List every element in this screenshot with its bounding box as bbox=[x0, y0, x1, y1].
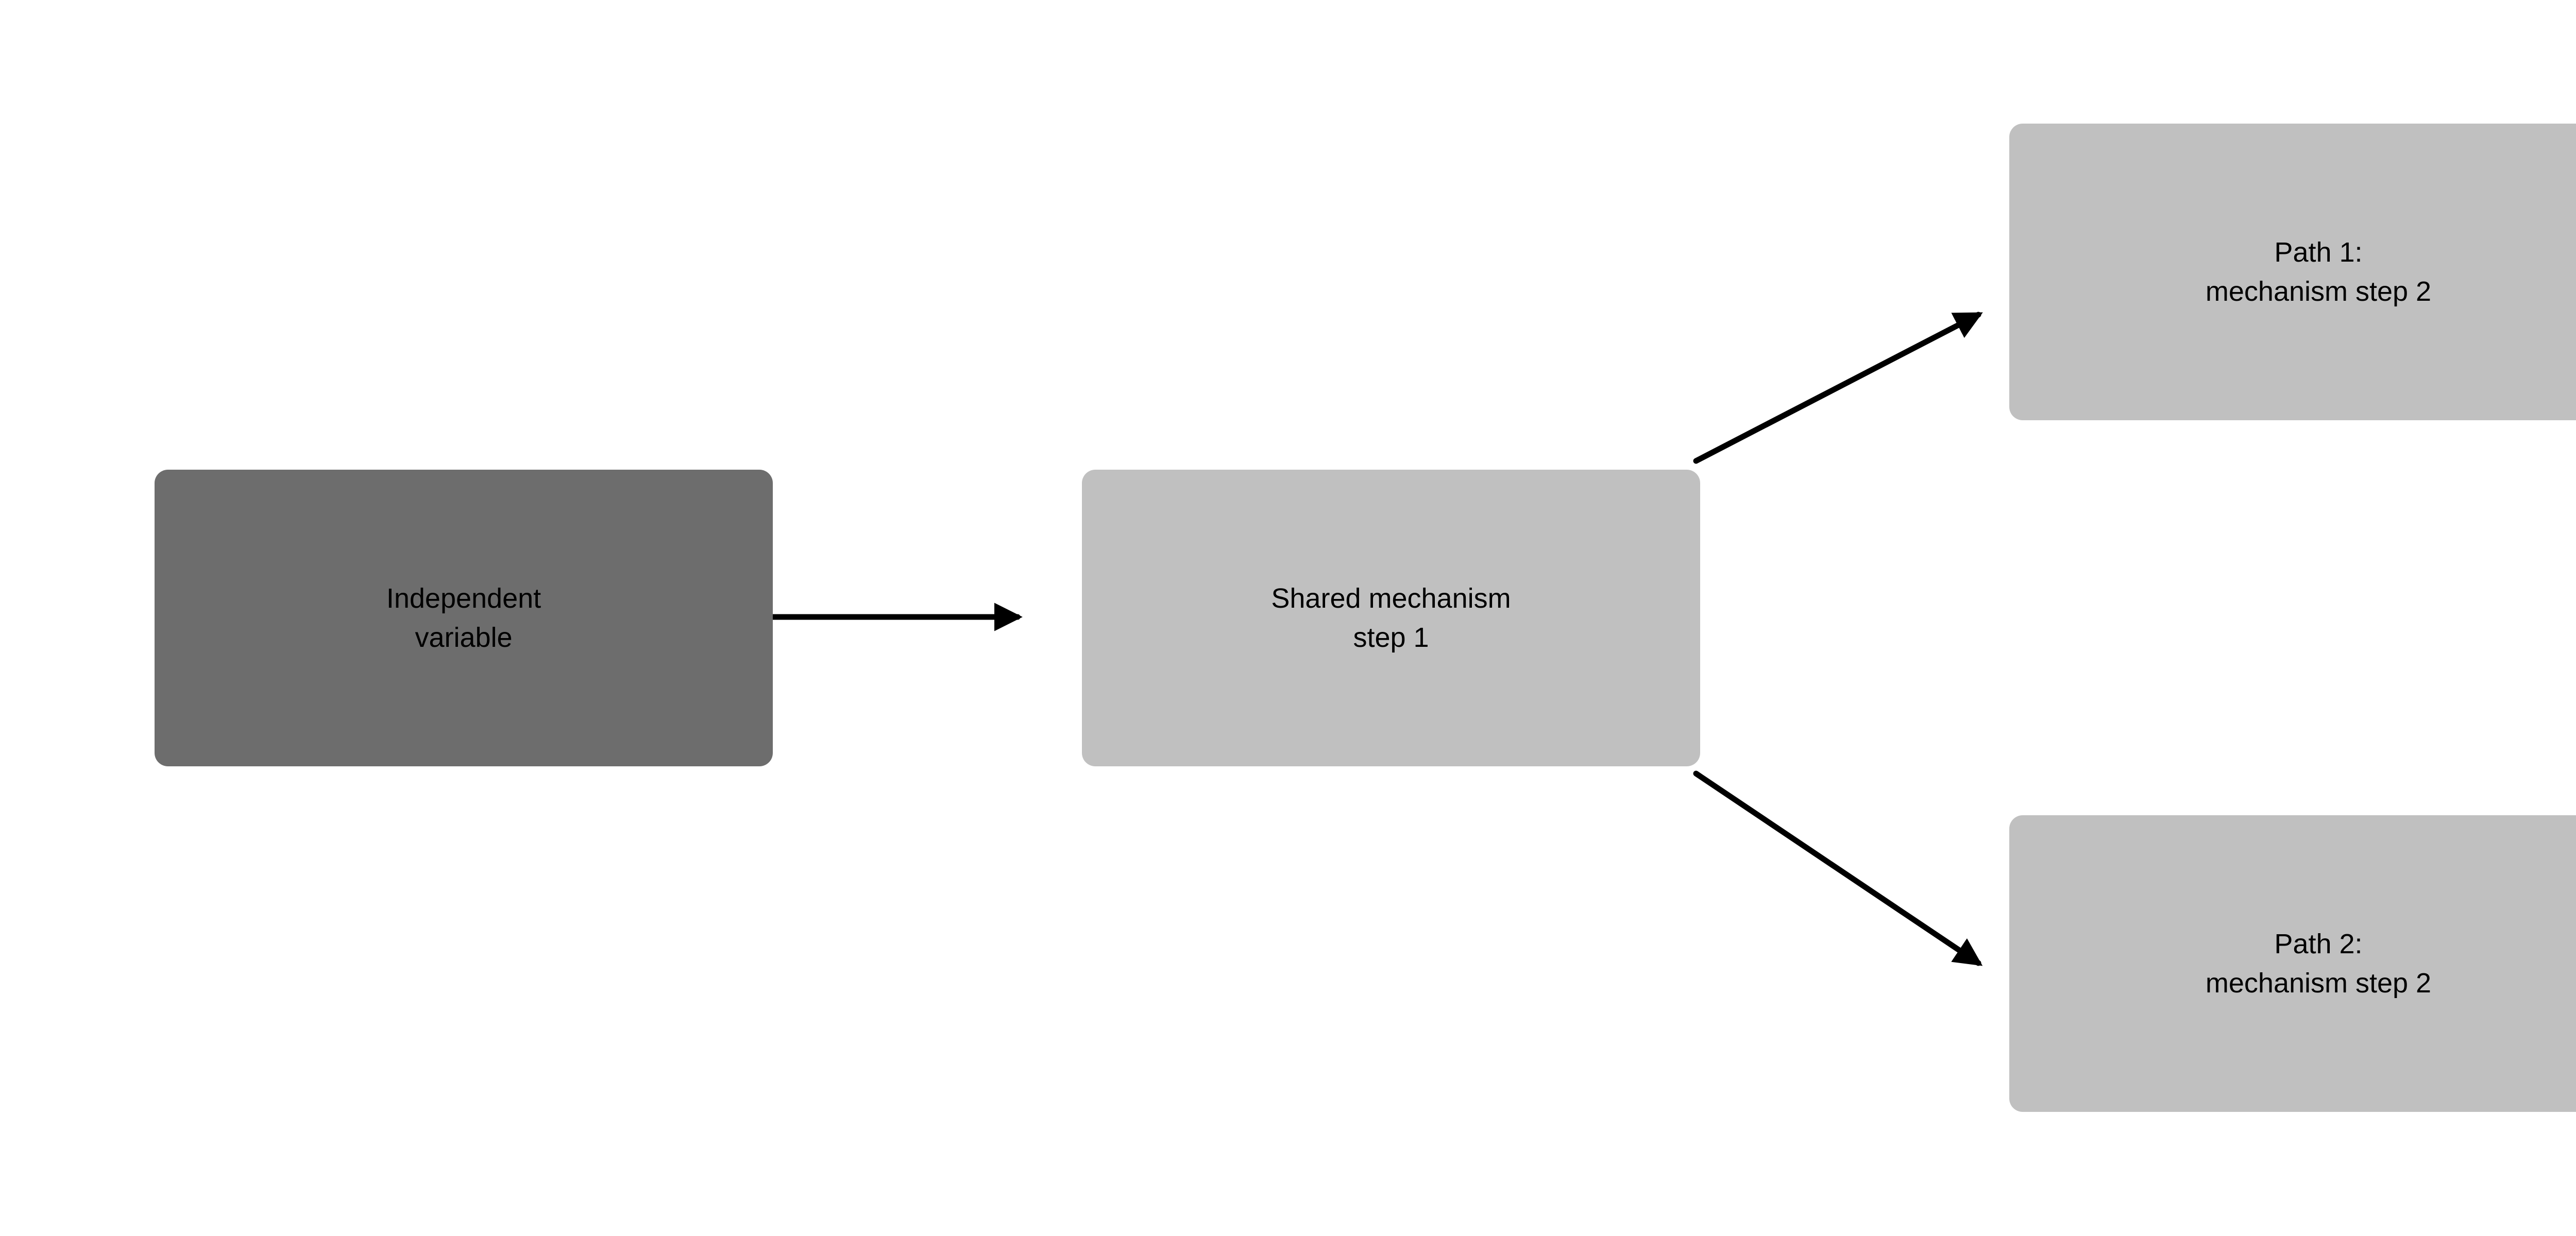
node-path-1-mechanism-step-2[interactable]: Path 1: mechanism step 2 bbox=[2009, 124, 2576, 420]
edge-shared-to-path1 bbox=[1693, 312, 1983, 464]
node-label-path-2-mechanism-step-2: Path 2: mechanism step 2 bbox=[2205, 929, 2432, 999]
node-label-independent-variable: Independent variable bbox=[386, 583, 541, 653]
node-label-shared-mechanism-step-1: Shared mechanism step 1 bbox=[1271, 583, 1511, 653]
node-path-2-mechanism-step-2[interactable]: Path 2: mechanism step 2 bbox=[2009, 815, 2576, 1112]
node-label-path-1-mechanism-step-2: Path 1: mechanism step 2 bbox=[2205, 237, 2432, 307]
node-independent-variable[interactable]: Independent variable bbox=[155, 470, 773, 766]
edge-shared-to-path2 bbox=[1693, 770, 1983, 966]
node-shared-mechanism-step-1[interactable]: Shared mechanism step 1 bbox=[1082, 470, 1700, 766]
